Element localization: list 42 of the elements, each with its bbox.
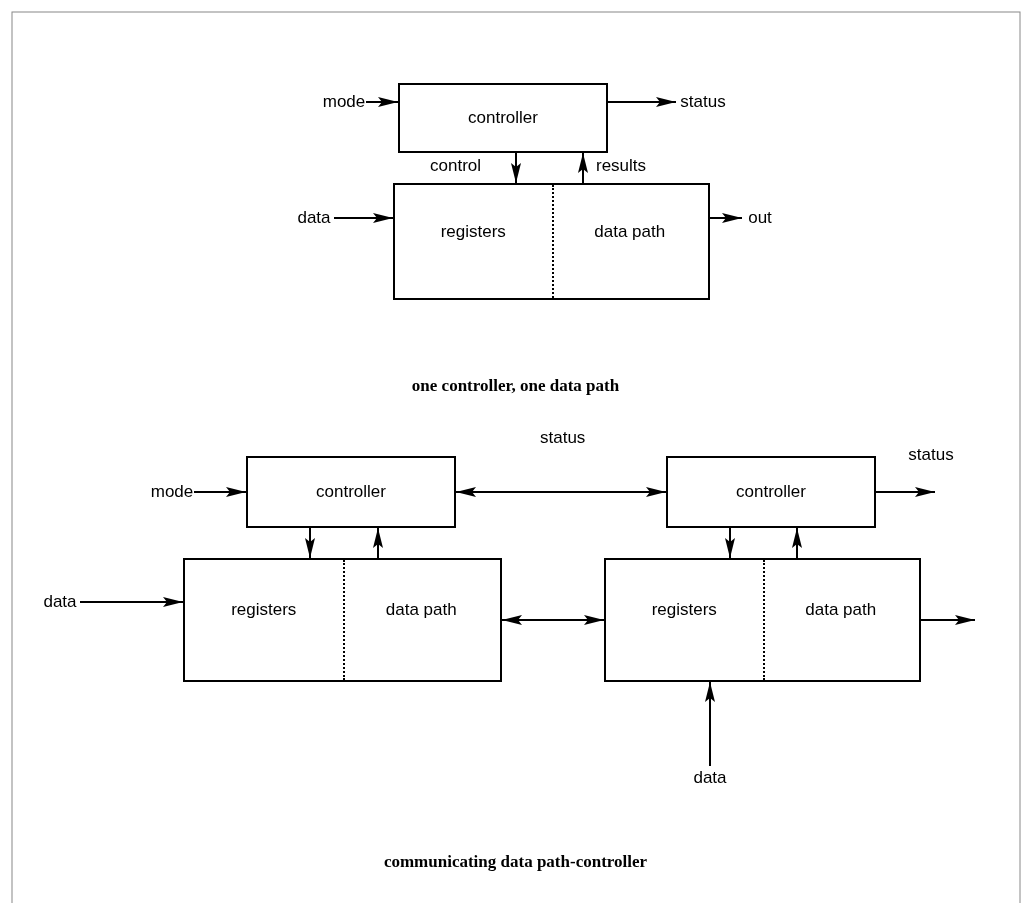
controller-box <box>398 83 608 153</box>
box-label: controller <box>468 108 538 128</box>
arrow <box>373 527 383 559</box>
signal-label: mode <box>322 90 366 114</box>
arrow <box>193 487 247 497</box>
arrow <box>455 487 667 497</box>
section-label: data path <box>594 222 666 243</box>
arrow <box>511 152 521 184</box>
arrow <box>501 615 605 625</box>
section-label: registers <box>440 222 506 243</box>
box-label: controller <box>736 482 806 502</box>
caption: one controller, one data path <box>411 376 620 396</box>
arrow <box>607 97 677 107</box>
section-label: registers <box>231 600 297 621</box>
controller-box <box>666 456 876 528</box>
arrow <box>792 527 802 559</box>
box-label: controller <box>316 482 386 502</box>
arrow <box>705 681 715 767</box>
arrow <box>333 213 394 223</box>
arrow <box>305 527 315 559</box>
controller-box <box>246 456 456 528</box>
datapath-box <box>393 183 710 300</box>
signal-label: status <box>676 90 730 114</box>
arrow <box>920 615 976 625</box>
signal-label: data <box>294 206 334 230</box>
signal-label: mode <box>150 480 194 504</box>
arrow <box>875 487 936 497</box>
arrow <box>578 152 588 184</box>
arrow <box>709 213 743 223</box>
datapath-box <box>183 558 502 682</box>
signal-label: data <box>40 590 80 614</box>
caption: communicating data path-controller <box>383 852 648 872</box>
section-label: data path <box>385 600 457 621</box>
datapath-box <box>604 558 921 682</box>
signal-label: out <box>742 206 778 230</box>
signal-label: status <box>904 443 958 467</box>
signal-label: data <box>690 766 730 790</box>
section-label: data path <box>805 600 877 621</box>
section-label: registers <box>651 600 717 621</box>
arrow <box>365 97 399 107</box>
arrow <box>79 597 184 607</box>
arrow <box>725 527 735 559</box>
